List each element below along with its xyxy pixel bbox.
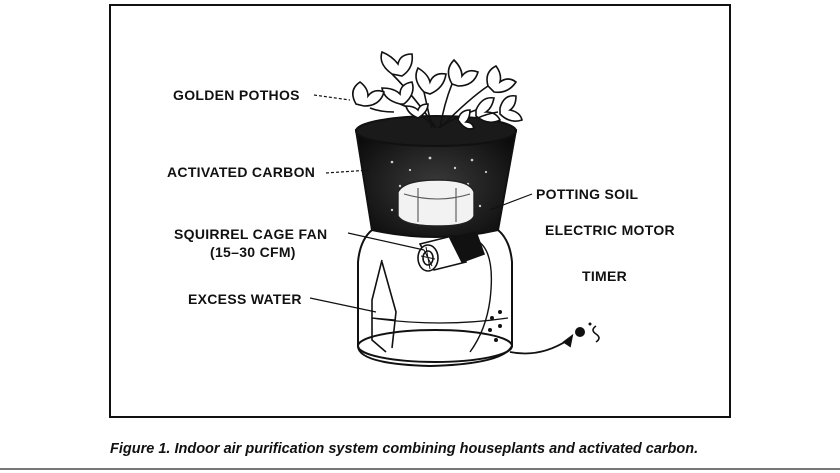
bottom-rule: [0, 468, 840, 470]
power-cord: [509, 333, 574, 355]
label-timer: TIMER: [582, 268, 628, 284]
figure-caption: Figure 1. Indoor air purification system…: [110, 441, 699, 457]
label-excess-water: EXCESS WATER: [188, 291, 302, 307]
label-squirrel-cage-fan: SQUIRREL CAGE FAN: [174, 226, 328, 242]
label-golden-pothos: GOLDEN POTHOS: [173, 87, 300, 103]
label-potting-soil: POTTING SOIL: [536, 186, 639, 202]
timer-device: [575, 322, 600, 343]
electric-motor: [448, 231, 493, 353]
vent-holes: [488, 310, 502, 342]
figure-frame: [109, 4, 731, 418]
container-jar: [357, 229, 513, 368]
leader-lines: [309, 94, 533, 313]
golden-pothos-plant: [352, 50, 523, 130]
label-electric-motor: ELECTRIC MOTOR: [545, 222, 675, 238]
excess-water-tube: [371, 259, 397, 353]
activated-carbon-funnel: [354, 115, 518, 238]
label-fan-rating: (15–30 CFM): [210, 244, 296, 260]
label-activated-carbon: ACTIVATED CARBON: [167, 164, 316, 180]
